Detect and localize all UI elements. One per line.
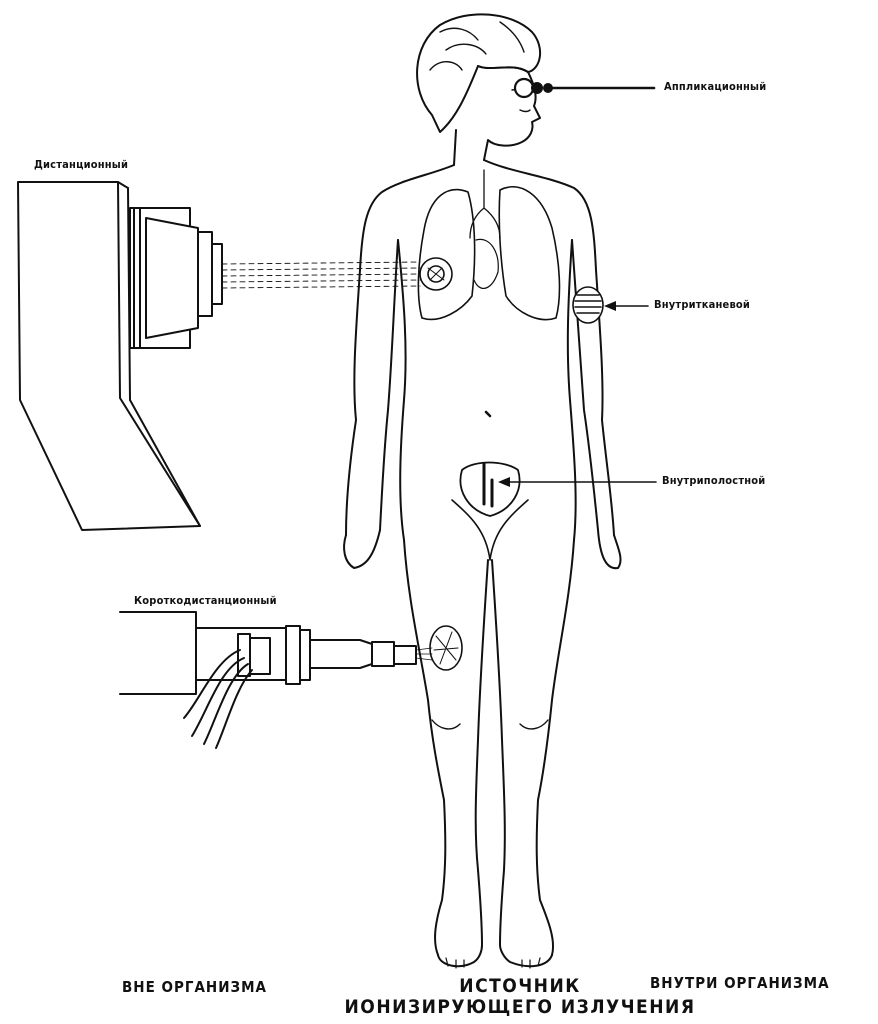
distance-label: Дистанционный — [34, 158, 128, 171]
interstitial-implant — [573, 287, 603, 323]
human-figure — [344, 14, 620, 968]
intracavitary-label: Внутриполостной — [662, 474, 765, 487]
leader-arrows — [498, 301, 656, 487]
outside-organism-label: ВНЕ ОРГАНИЗМА — [122, 978, 267, 996]
title-line-1: ИСТОЧНИК — [300, 975, 740, 997]
title-line-2: ИОНИЗИРУЮЩЕГО ИЗЛУЧЕНИЯ — [300, 996, 740, 1018]
uterus-intracavitary-source — [460, 463, 519, 517]
knee-target — [430, 626, 462, 670]
chest-target — [420, 258, 452, 290]
applicational-label: Аппликационный — [664, 80, 766, 93]
short-distance-label: Короткодистанционный — [134, 594, 277, 607]
distance-therapy-machine — [18, 182, 420, 530]
short-distance-therapy-machine — [120, 612, 432, 748]
lungs — [418, 170, 559, 320]
interstitial-label: Внутритканевой — [654, 298, 750, 311]
